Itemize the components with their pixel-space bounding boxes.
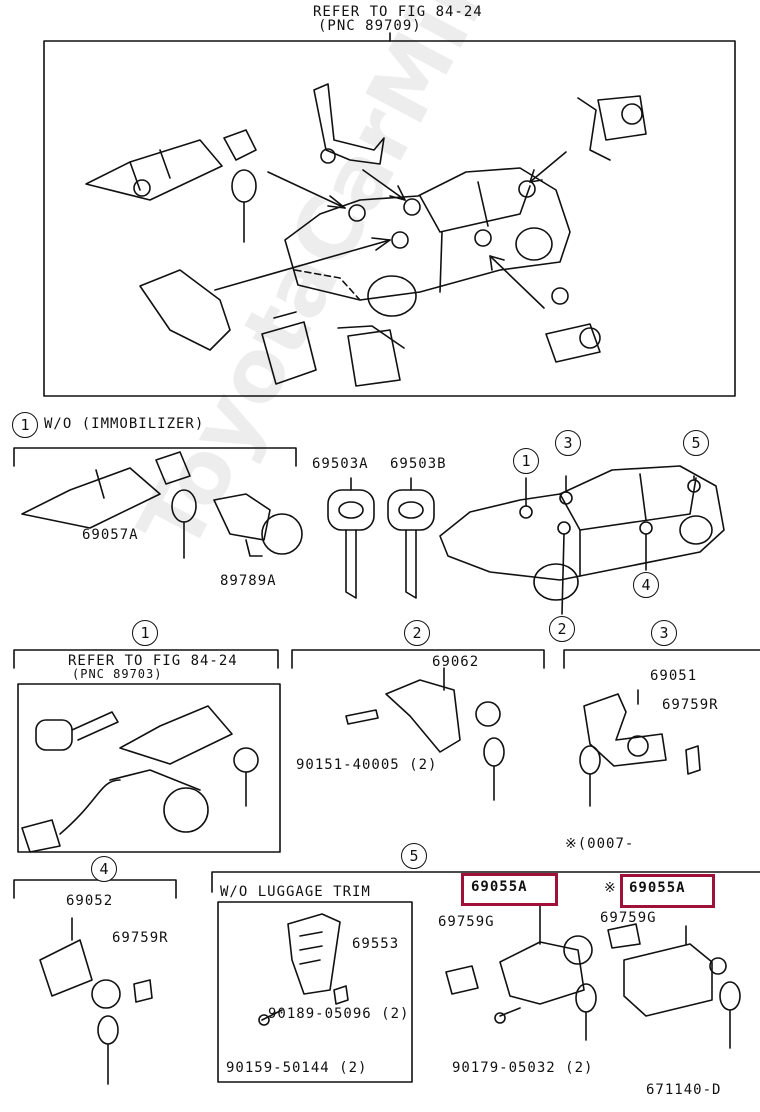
part-69553[interactable]: 69553 [352,936,400,952]
callout-2-location: 2 [549,616,575,642]
part-69052[interactable]: 69052 [66,893,114,909]
section1-label: W/O (IMMOBILIZER) [44,416,205,432]
section5-bracket [211,871,760,893]
callout-1: 1 [12,412,38,438]
callout-3-location: 3 [555,430,581,456]
section4-bracket [13,879,177,899]
highlight-69055A-b [620,874,715,908]
date-note: ※(0007- [565,836,635,852]
door-cylinder-top [545,287,601,363]
callout-2-section: 2 [404,620,430,646]
callout-4-location: 4 [633,572,659,598]
ignition-cylinder-69057A [21,451,197,559]
figure-code: 671140-D [646,1082,722,1098]
part-69503B[interactable]: 69503B [390,456,447,472]
section1-bracket [13,447,297,467]
pointer-arrow [267,171,346,209]
part-69055A[interactable]: 69055A [471,879,528,895]
highlight-69055A [461,873,558,906]
callout-4-section: 4 [91,856,117,882]
location-dot [403,198,421,216]
refer-box-frame [17,683,281,853]
bracket-top [337,325,405,387]
callout-1-section: 1 [132,620,158,646]
refer-box-line2: (PNC 89703) [72,667,163,681]
trunk-lock-top [577,95,647,161]
asterisk-mark: ※ [604,880,617,896]
top-panel-frame [43,40,736,397]
section2-bracket [291,649,545,669]
part-90189-05096[interactable]: 90189-05096 (2) [268,1006,410,1022]
pointer-arrow [214,239,391,291]
location-dot [474,229,492,247]
door-cylinder-69052 [39,917,153,1085]
callout-1-location: 1 [513,448,539,474]
refer-pnc-header: (PNC 89709) [318,18,422,34]
refer-box-parts [21,705,259,853]
part-69759R-door[interactable]: 69759R [112,930,169,946]
refer-bracket [13,649,279,669]
luggage-trim-label: W/O LUGGAGE TRIM [220,884,371,900]
part-90151-40005[interactable]: 90151-40005 (2) [296,757,438,773]
door-cylinder-69051 [579,689,701,807]
callout-5-location: 5 [683,430,709,456]
part-69503A[interactable]: 69503A [312,456,369,472]
key-69503A [327,477,375,599]
luggage-trim-parts [258,913,349,1026]
part-69759G-b[interactable]: 69759G [600,910,657,926]
refer-box-line1: REFER TO FIG 84-24 [68,653,238,669]
pointer-arrow [489,255,545,309]
unlock-warning-switch-89789A [213,493,303,557]
top-car-outline [284,167,571,317]
switch-assembly-top [139,269,231,351]
location-dot [518,180,536,198]
part-69062[interactable]: 69062 [432,654,480,670]
transponder-amplifier-top [261,311,317,385]
location-dot [348,204,366,222]
part-69759R[interactable]: 69759R [662,697,719,713]
part-69759G[interactable]: 69759G [438,914,495,930]
location-dot [391,231,409,249]
luggage-lock-69055A [445,905,597,1041]
refer-fig-header: REFER TO FIG 84-24 [313,4,483,20]
luggage-lock-unit-69055A [607,923,741,1049]
part-69057A[interactable]: 69057A [82,527,139,543]
part-90159-50144[interactable]: 90159-50144 (2) [226,1060,368,1076]
part-89789A[interactable]: 89789A [220,573,277,589]
luggage-trim-frame [217,901,413,1083]
section3-bracket [563,649,760,669]
part-69055A-b[interactable]: 69055A [629,880,686,896]
part-69051[interactable]: 69051 [650,668,698,684]
callout-3-section: 3 [651,620,677,646]
ignition-cylinder-top [85,129,257,243]
door-lock-assembly-top [313,83,385,165]
car-outline-locations [439,465,725,615]
pointer-arrow [362,169,406,201]
key-69503B [387,477,435,599]
pointer-arrow [529,151,567,183]
callout-5-section: 5 [401,843,427,869]
door-lock-69062 [345,667,505,801]
part-90179-05032[interactable]: 90179-05032 (2) [452,1060,594,1076]
